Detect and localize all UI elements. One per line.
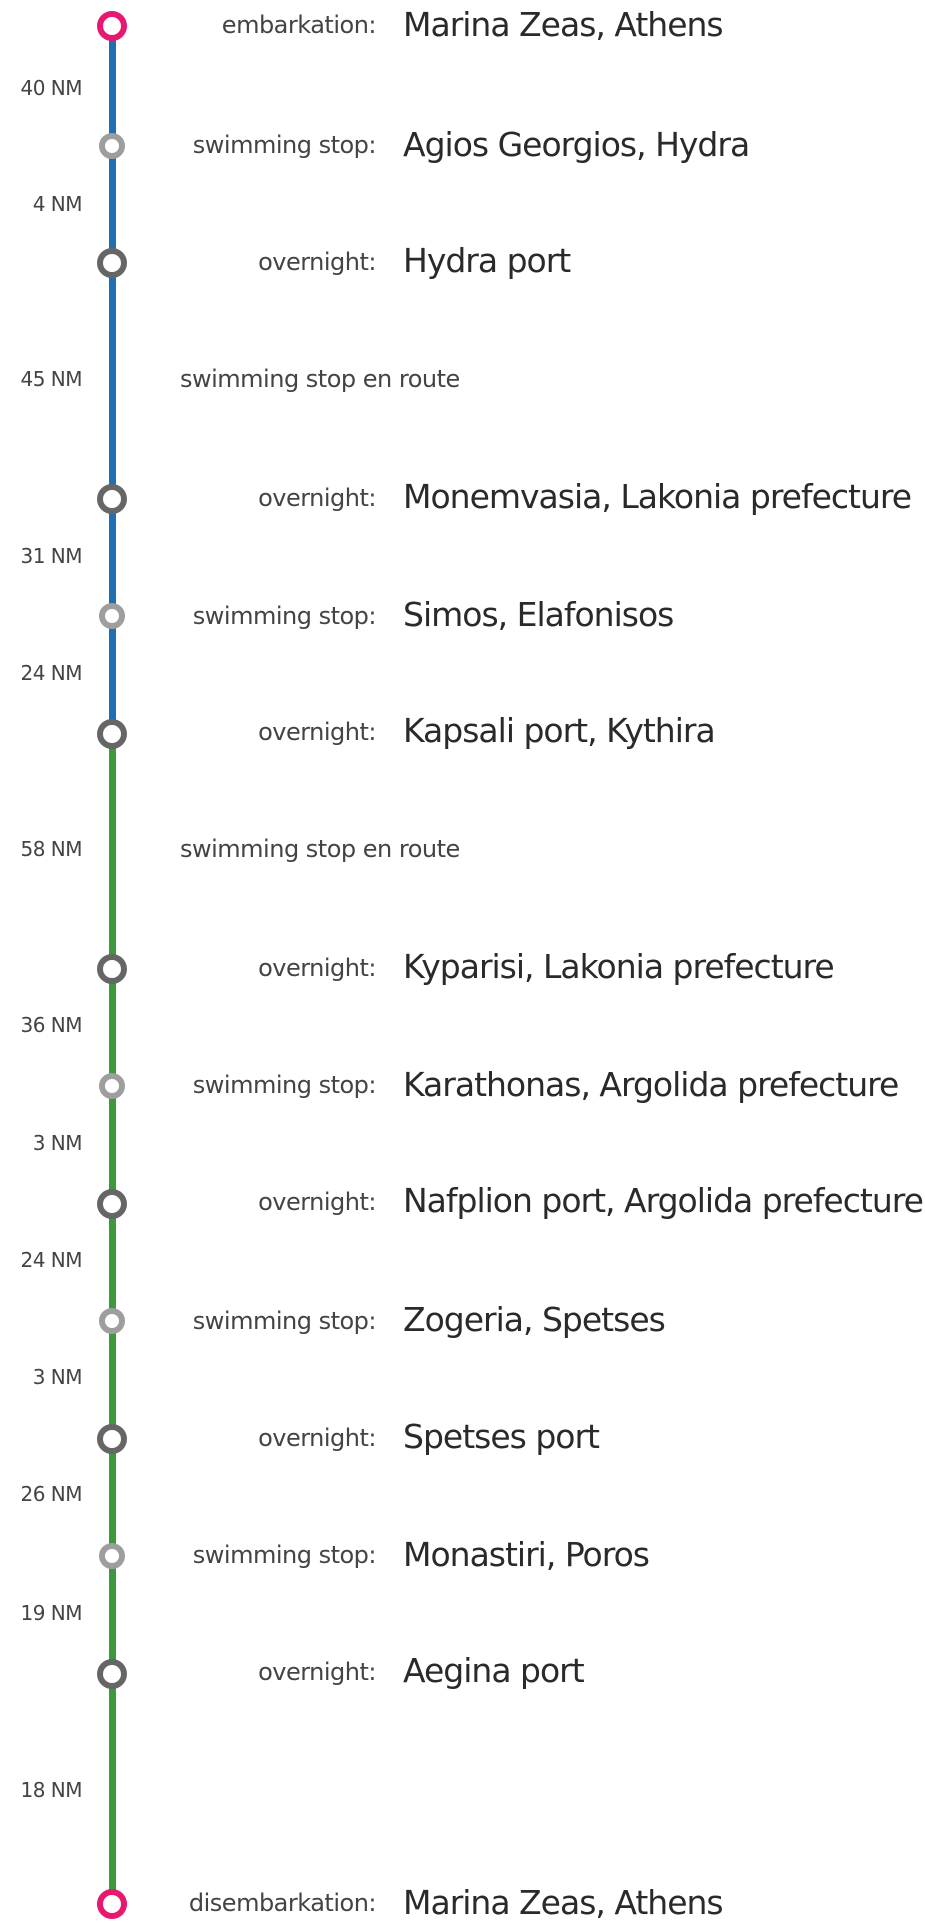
distance-label: 3 NM (32, 1131, 83, 1155)
stop-label: overnight: (258, 1188, 376, 1216)
endpoint-marker-icon (97, 11, 127, 41)
overnight-marker-icon (97, 248, 127, 278)
distance-label: 18 NM (20, 1778, 82, 1802)
stop-place: Marina Zeas, Athens (403, 5, 724, 44)
overnight-marker-icon (97, 1424, 127, 1454)
overnight-marker-icon (97, 719, 127, 749)
stop-place: Zogeria, Spetses (403, 1300, 666, 1339)
route-line-leg-1 (109, 24, 116, 734)
stop-place: Kyparisi, Lakonia prefecture (403, 947, 835, 986)
stop-place: Simos, Elafonisos (403, 595, 674, 634)
overnight-marker-icon (97, 1659, 127, 1689)
distance-label: 58 NM (20, 837, 82, 861)
stop-label: swimming stop: (192, 602, 377, 630)
distance-label: 19 NM (20, 1601, 82, 1625)
distance-label: 3 NM (32, 1365, 83, 1389)
stop-label: swimming stop: (192, 1307, 377, 1335)
stop-label: overnight: (258, 954, 376, 982)
stop-place: Karathonas, Argolida prefecture (403, 1065, 899, 1104)
swim-stop-marker-icon (99, 603, 125, 629)
distance-label: 4 NM (32, 192, 83, 216)
stop-place: Hydra port (403, 241, 571, 280)
stop-label: swimming stop: (192, 131, 377, 159)
swim-stop-marker-icon (99, 133, 125, 159)
stop-label: swimming stop: (192, 1541, 377, 1569)
distance-label: 36 NM (20, 1013, 82, 1037)
stop-place: Marina Zeas, Athens (403, 1883, 724, 1922)
route-note: swimming stop en route (180, 835, 460, 863)
distance-label: 24 NM (20, 1248, 82, 1272)
stop-place: Monastiri, Poros (403, 1535, 650, 1574)
stop-label: overnight: (258, 1658, 376, 1686)
overnight-marker-icon (97, 954, 127, 984)
stop-label: overnight: (258, 248, 376, 276)
distance-label: 26 NM (20, 1482, 82, 1506)
stop-label: overnight: (258, 718, 376, 746)
distance-label: 24 NM (20, 661, 82, 685)
overnight-marker-icon (97, 484, 127, 514)
stop-place: Monemvasia, Lakonia prefecture (403, 477, 912, 516)
stop-place: Nafplion port, Argolida prefecture (403, 1181, 924, 1220)
overnight-marker-icon (97, 1189, 127, 1219)
stop-label: overnight: (258, 1424, 376, 1452)
stop-label: embarkation: (221, 11, 377, 39)
stop-label: disembarkation: (188, 1889, 377, 1917)
stop-place: Aegina port (403, 1651, 585, 1690)
swim-stop-marker-icon (99, 1308, 125, 1334)
distance-label: 31 NM (20, 544, 82, 568)
swim-stop-marker-icon (99, 1073, 125, 1099)
swim-stop-marker-icon (99, 1543, 125, 1569)
stop-place: Spetses port (403, 1417, 600, 1456)
route-note: swimming stop en route (180, 365, 460, 393)
stop-place: Kapsali port, Kythira (403, 711, 716, 750)
stop-label: overnight: (258, 484, 376, 512)
distance-label: 45 NM (20, 367, 82, 391)
stop-label: swimming stop: (192, 1071, 377, 1099)
endpoint-marker-icon (97, 1889, 127, 1919)
stop-place: Agios Georgios, Hydra (403, 125, 750, 164)
distance-label: 40 NM (20, 76, 82, 100)
